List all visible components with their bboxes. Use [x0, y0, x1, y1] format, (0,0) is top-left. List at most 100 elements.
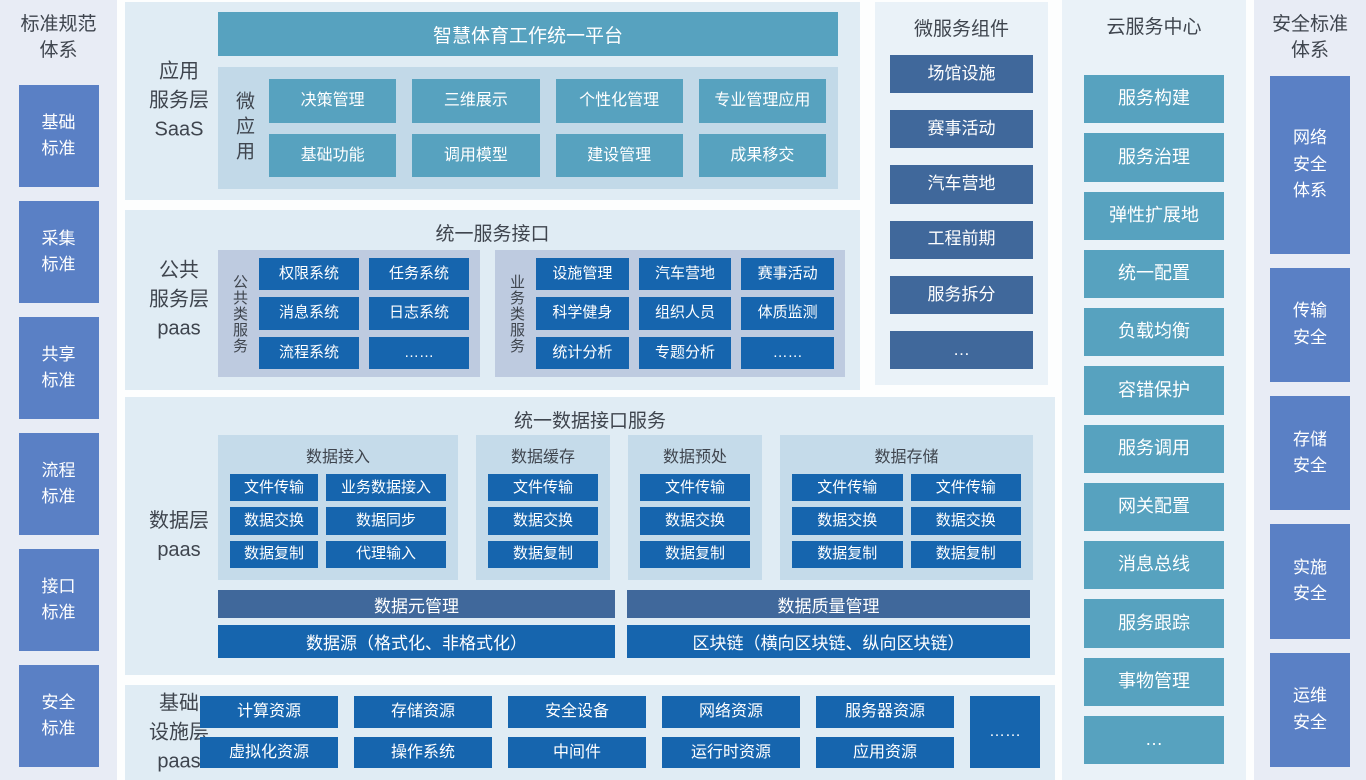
standard-box-collection: 采集 标准 [18, 201, 99, 304]
data-node: 数据交换 [230, 507, 318, 535]
business-services-group: 业务类服务 设施管理 汽车营地 赛事活动 科学健身 组织人员 体质监测 统计分析… [495, 250, 845, 377]
common-service-node: 权限系统 [259, 258, 359, 291]
common-service-node: 消息系统 [259, 297, 359, 330]
public-service-layer-panel: 公共 服务层 paas 统一服务接口 公共类服务 权限系统 任务系统 消息系统 … [125, 210, 860, 390]
infra-resource-node: 网络资源 [662, 696, 800, 728]
cloud-service-node: 服务构建 [1084, 75, 1224, 124]
infra-resource-node: 应用资源 [816, 736, 954, 768]
data-layer-panel: 数据层 paas 统一数据接口服务 数据接入 文件传输 业务数据接入 数据交换 … [125, 397, 1055, 675]
security-sidebar-title: 安全标准 体系 [1271, 14, 1348, 61]
data-group-title: 数据缓存 [510, 449, 575, 466]
infra-layer-label: 基础 设施层 paas [149, 692, 209, 772]
platform-title-bar: 智慧体育工作统一平台 [218, 12, 838, 56]
infra-resource-node: 计算资源 [200, 696, 338, 728]
infra-resources-grid: 计算资源 存储资源 安全设备 网络资源 服务器资源 …… 虚拟化资源 操作系统 … [200, 696, 1040, 768]
standard-box-basic: 基础 标准 [18, 85, 99, 188]
security-box-transmission: 传输 安全 [1270, 267, 1350, 382]
cloud-service-node: 网关配置 [1084, 482, 1224, 531]
data-group-title: 数据预处 [662, 449, 727, 466]
micro-app-node: 个性化管理 [555, 79, 683, 123]
micro-apps-vertical-label: 微应用 [233, 90, 254, 166]
micro-app-node: 基础功能 [269, 133, 397, 177]
business-service-node: 体质监测 [741, 297, 834, 330]
business-services-vertical-label: 业务类服务 [508, 273, 525, 354]
common-service-node: 任务系统 [369, 258, 469, 291]
infra-resource-node: 虚拟化资源 [200, 736, 338, 768]
infra-resource-node: 操作系统 [354, 736, 492, 768]
unified-data-interface-title: 统一数据接口服务 [513, 411, 666, 432]
data-meta-management-bar: 数据元管理 [218, 590, 615, 618]
standard-box-process: 流程 标准 [18, 433, 99, 536]
standards-sidebar: 标准规范 体系 基础 标准 采集 标准 共享 标准 流程 标准 接口 标准 安全… [0, 0, 117, 780]
microservice-node: 赛事活动 [890, 110, 1033, 149]
data-node: 数据复制 [910, 540, 1021, 568]
cloud-service-node: 服务跟踪 [1084, 599, 1224, 648]
micro-app-node: 建设管理 [555, 133, 683, 177]
standard-box-sharing: 共享 标准 [18, 317, 99, 420]
data-node: 数据复制 [230, 540, 318, 568]
business-service-node: 统计分析 [536, 336, 629, 369]
data-node: 数据复制 [792, 540, 903, 568]
microservice-node-more: … [890, 330, 1033, 370]
data-storage-grid: 文件传输 文件传输 数据交换 数据交换 数据复制 数据复制 [792, 474, 1021, 568]
cloud-service-node: 消息总线 [1084, 541, 1224, 590]
data-node: 数据复制 [640, 540, 750, 568]
cloud-services-list: 服务构建 服务治理 弹性扩展地 统一配置 负载均衡 容错保护 服务调用 网关配置… [1062, 75, 1246, 780]
data-node: 文件传输 [230, 474, 318, 502]
security-box-operations: 运维 安全 [1270, 652, 1350, 767]
data-preprocess-grid: 文件传输 数据交换 数据复制 [640, 474, 750, 568]
data-groups-row: 数据接入 文件传输 业务数据接入 数据交换 数据同步 数据复制 代理输入 数据缓… [218, 435, 1033, 580]
common-services-group: 公共类服务 权限系统 任务系统 消息系统 日志系统 流程系统 …… [218, 250, 480, 377]
microservices-panel: 微服务组件 场馆设施 赛事活动 汽车营地 工程前期 服务拆分 … [875, 2, 1048, 385]
micro-app-node: 专业管理应用 [698, 79, 826, 123]
cloud-service-node: 事物管理 [1084, 657, 1224, 706]
data-node: 文件传输 [792, 474, 903, 502]
standards-list: 基础 标准 采集 标准 共享 标准 流程 标准 接口 标准 安全 标准 [18, 85, 99, 767]
business-service-node: 赛事活动 [741, 258, 834, 291]
saas-layer-panel: 应用 服务层 SaaS 智慧体育工作统一平台 微应用 决策管理 三维展示 个性化… [125, 2, 860, 200]
data-quality-bar: 数据质量管理 [627, 590, 1030, 618]
microservice-node: 服务拆分 [890, 275, 1033, 314]
cloud-services-title: 云服务中心 [1106, 17, 1202, 38]
cloud-service-node-more: … [1084, 715, 1224, 764]
cloud-service-node: 容错保护 [1084, 366, 1224, 415]
business-service-node: 科学健身 [536, 297, 629, 330]
data-node: 业务数据接入 [326, 474, 446, 502]
data-ingest-grid: 文件传输 业务数据接入 数据交换 数据同步 数据复制 代理输入 [230, 474, 446, 568]
data-node: 数据交换 [910, 507, 1021, 535]
data-preprocess-group: 数据预处 文件传输 数据交换 数据复制 [628, 435, 762, 580]
common-services-grid: 权限系统 任务系统 消息系统 日志系统 流程系统 …… [259, 258, 469, 369]
standard-box-security: 安全 标准 [18, 665, 99, 767]
security-standards-list: 网络 安全 体系 传输 安全 存储 安全 实施 安全 运维 安全 [1270, 76, 1350, 767]
common-service-node-more: …… [369, 336, 469, 369]
data-storage-group: 数据存储 文件传输 文件传输 数据交换 数据交换 数据复制 数据复制 [780, 435, 1033, 580]
cloud-service-node: 服务治理 [1084, 133, 1224, 182]
business-service-node-more: …… [741, 336, 834, 369]
security-box-network: 网络 安全 体系 [1270, 76, 1350, 254]
infra-resource-node: 存储资源 [354, 696, 492, 728]
data-ingest-group: 数据接入 文件传输 业务数据接入 数据交换 数据同步 数据复制 代理输入 [218, 435, 458, 580]
business-services-grid: 设施管理 汽车营地 赛事活动 科学健身 组织人员 体质监测 统计分析 专题分析 … [536, 258, 834, 369]
infra-resource-node: 中间件 [508, 736, 646, 768]
security-standards-sidebar: 安全标准 体系 网络 安全 体系 传输 安全 存储 安全 实施 安全 运维 安全 [1254, 0, 1366, 780]
data-node: 文件传输 [910, 474, 1021, 502]
public-layer-label: 公共 服务层 paas [149, 259, 209, 340]
common-service-node: 日志系统 [369, 297, 469, 330]
business-service-node: 汽车营地 [638, 258, 732, 291]
infra-resource-node: 服务器资源 [816, 696, 954, 728]
standards-sidebar-title: 标准规范 体系 [20, 14, 97, 61]
data-cache-grid: 文件传输 数据交换 数据复制 [488, 474, 598, 568]
microservice-node: 场馆设施 [890, 55, 1033, 94]
unified-service-interface-title: 统一服务接口 [435, 224, 550, 245]
security-box-storage: 存储 安全 [1270, 395, 1350, 511]
data-node: 数据复制 [488, 540, 598, 568]
infrastructure-layer-panel: 基础 设施层 paas 计算资源 存储资源 安全设备 网络资源 服务器资源 ……… [125, 685, 1055, 780]
data-node: 数据交换 [792, 507, 903, 535]
data-node: 数据交换 [488, 507, 598, 535]
microservice-node: 汽车营地 [890, 165, 1033, 204]
cloud-service-node: 弹性扩展地 [1084, 191, 1224, 240]
micro-app-node: 三维展示 [412, 79, 540, 123]
data-cache-group: 数据缓存 文件传输 数据交换 数据复制 [476, 435, 610, 580]
infra-resource-node: 运行时资源 [662, 736, 800, 768]
